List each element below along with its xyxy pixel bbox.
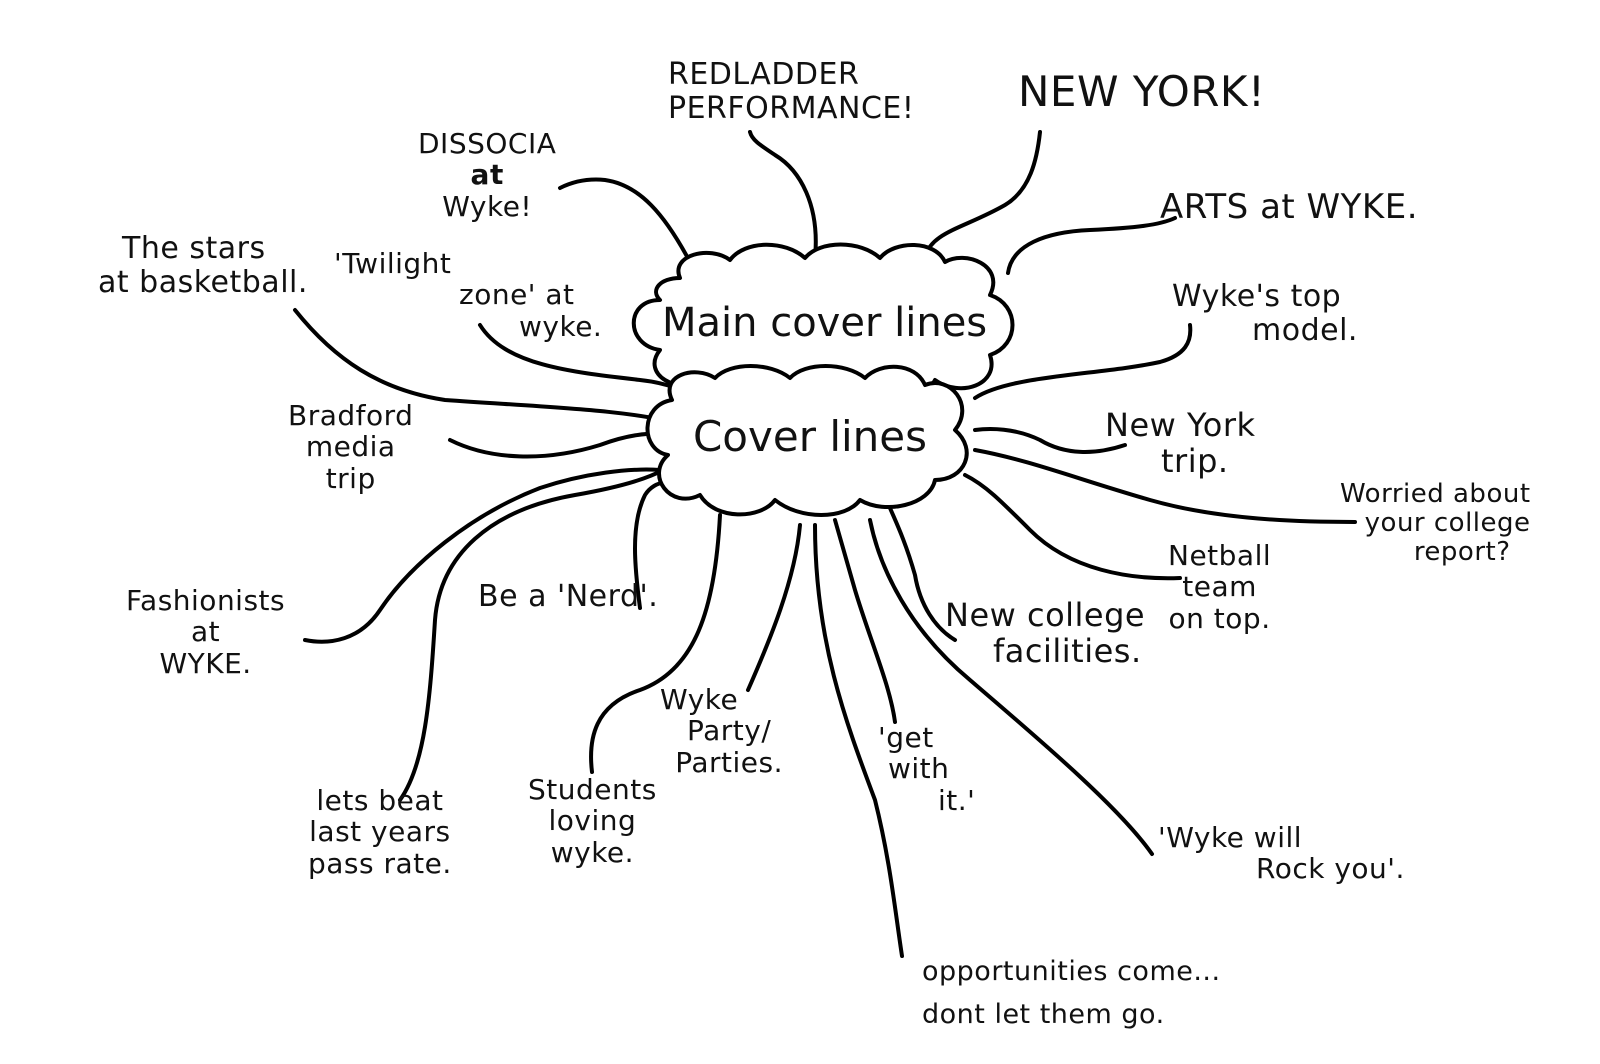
branch-party-line: Parties. [675,745,783,779]
branch-nerd: Be a 'Nerd'. [478,580,658,614]
branch-passrate-line: lets beat [316,784,444,817]
branch-rock-line: 'Wyke will [1158,821,1303,854]
link-nytrip [973,427,1127,454]
branch-party-line: Wyke [660,683,739,716]
branch-bradford-line: Bradford [288,399,414,432]
link-stars [293,308,687,427]
branch-topmodel: Wyke's top model. [1172,280,1358,347]
branch-nytrip-line: trip. [1161,441,1229,480]
branch-fashion: Fashionists at WYKE. [126,585,285,679]
branch-netball-line: team [1182,570,1257,604]
branch-students: Students loving wyke. [528,774,657,868]
branch-getwithit: 'get with it.' [878,722,975,816]
branch-getwithit-line: with [888,752,950,786]
branch-fashion-line: at [190,615,221,649]
branch-passrate: lets beat last years pass rate. [308,785,452,879]
branch-worried: Worried about your college report? [1340,479,1531,568]
branch-opportunities-line: dont let them go. [922,999,1165,1031]
branch-netball-line: on top. [1168,601,1271,635]
branch-nerd-line: Be a 'Nerd'. [478,579,659,614]
branch-dissocia-line: Wyke! [442,189,533,223]
branch-opportunities: opportunities come... dont let them go. [922,950,1221,1036]
link-passrate [398,468,665,802]
branch-twilight-line: wyke. [519,309,603,343]
link-rock [868,518,1154,856]
branch-twilight-line: 'Twilight [334,247,452,280]
branch-bradford-line: media [305,430,396,464]
branch-nytrip: New York trip. [1105,406,1256,480]
link-party [746,523,802,692]
branch-twilight: 'Twilight zone' at wyke. [334,248,602,342]
branch-party-line: Party/ [686,714,772,748]
branch-passrate-line: pass rate. [308,846,452,880]
branch-worried-line: report? [1413,537,1511,568]
branch-redladder-line: PERFORMANCE! [668,90,915,126]
link-getwithit [833,518,897,724]
branch-dissocia-line: DISSOCIA [418,127,557,160]
link-fashion [303,467,662,644]
branch-party: Wyke Party/ Parties. [660,684,798,778]
branch-netball-line: Netball [1168,539,1272,572]
branch-bradford: Bradford media trip [288,400,413,494]
branch-dissocia-line: at [470,158,504,192]
branch-twilight-line: zone' at [459,278,575,312]
branch-passrate-line: last years [309,815,451,849]
link-nerd [633,481,665,610]
branch-facilities: New college facilities. [945,596,1146,670]
cover-hub-cloud [645,364,969,517]
branch-getwithit-line: 'get [878,721,934,754]
link-arts [1006,216,1177,275]
branch-redladder-line: REDLADDER [668,57,860,92]
branch-arts-line: ARTS at WYKE. [1160,187,1419,227]
branch-students-line: loving [548,804,637,838]
link-worried [973,448,1357,524]
link-dissocia [558,177,692,264]
branch-stars-line: at basketball. [98,264,308,300]
branch-stars: The stars at basketball. [98,232,308,299]
branch-rock-line: Rock you'. [1256,852,1405,886]
link-students [589,513,722,774]
branch-opportunities-line: opportunities come... [922,956,1221,987]
branch-students-line: Students [528,773,657,806]
link-opportunities [813,523,904,958]
branch-stars-line: The stars [122,231,266,266]
branch-worried-line: Worried about [1340,479,1531,509]
branch-dissocia: DISSOCIA at Wyke! [418,128,556,222]
branch-arts: ARTS at WYKE. [1160,188,1418,226]
branch-newyork-line: NEW YORK! [1018,67,1266,116]
branch-redladder: REDLADDER PERFORMANCE! [668,58,914,125]
cover-hub-label: Cover lines [692,412,927,461]
link-facilities [888,506,957,642]
branch-nytrip-line: New York [1105,406,1256,444]
branch-students-line: wyke. [550,835,635,869]
branch-rock: 'Wyke will Rock you'. [1158,822,1405,885]
branch-topmodel-line: model. [1252,312,1358,348]
branch-fashion-line: WYKE. [159,646,252,680]
link-topmodel [973,323,1193,400]
main-hub-label: Main cover lines [662,300,988,346]
branch-getwithit-line: it.' [938,783,976,817]
branch-facilities-line: facilities. [993,631,1142,670]
branch-topmodel-line: Wyke's top [1172,279,1342,314]
link-redladder [748,130,818,260]
branch-facilities-line: New college [945,596,1146,634]
branch-bradford-line: trip [325,461,376,495]
branch-netball: Netball team on top. [1168,540,1271,634]
branch-fashion-line: Fashionists [126,584,286,617]
branch-newyork: NEW YORK! [1018,68,1265,115]
link-newyork [923,130,1042,260]
branch-worried-line: your college [1364,508,1531,539]
link-netball [963,473,1182,581]
